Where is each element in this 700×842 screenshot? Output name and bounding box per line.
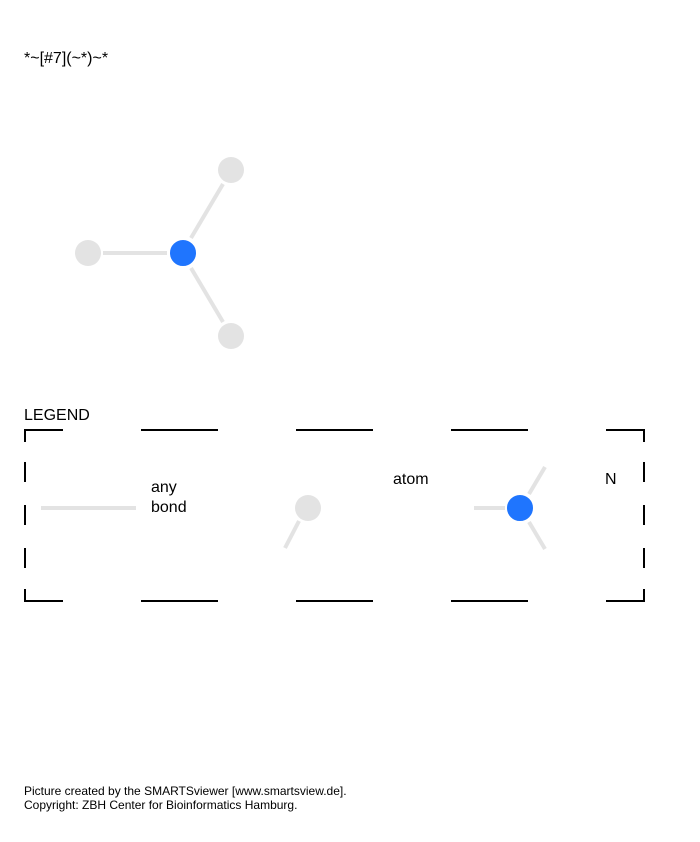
bond-upper <box>189 182 225 240</box>
bond-lower <box>189 266 225 324</box>
any-atom-upper <box>218 157 244 183</box>
smarts-pattern: *~[#7](~*)~* <box>24 50 109 67</box>
legend-any-atom <box>295 495 321 521</box>
legend-nitrogen-atom <box>505 493 535 523</box>
legend-n-bond-lower <box>527 520 547 551</box>
any-atom-lower <box>218 323 244 349</box>
legend-bond-label-line1: any <box>151 479 177 496</box>
legend-nitrogen-label: N <box>605 471 617 488</box>
footer-credit: Picture created by the SMARTSviewer [www… <box>24 784 347 798</box>
footer-copyright: Copyright: ZBH Center for Bioinformatics… <box>24 798 298 812</box>
any-atom-left <box>75 240 101 266</box>
legend-n-bond-upper <box>527 465 547 496</box>
footer: Picture created by the SMARTSviewer [www… <box>24 784 347 812</box>
legend-title: LEGEND <box>24 407 90 424</box>
legend-bond-label-line2: bond <box>151 499 187 516</box>
legend-atom-bond <box>283 520 301 549</box>
legend-border <box>24 429 645 602</box>
legend-atom-label: atom <box>393 471 429 488</box>
nitrogen-atom <box>168 238 198 268</box>
